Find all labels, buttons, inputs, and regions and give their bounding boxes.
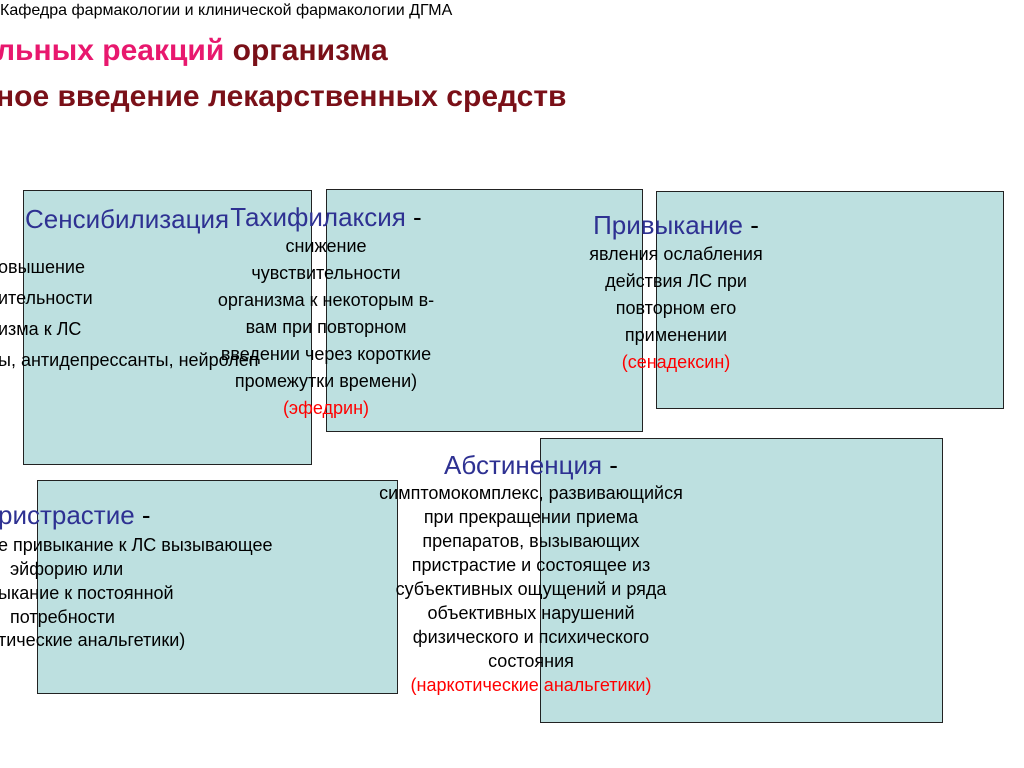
sensitization-box [23, 190, 312, 465]
addiction-box [37, 480, 398, 694]
habituation-box [656, 191, 1004, 409]
title-highlight: льных реакций [0, 34, 225, 67]
title-rest: организма [224, 34, 388, 67]
abstinence-line: при прекращении приема [423, 507, 639, 527]
abstinence-block: Абстиненция - симптомокомплекс, развиваю… [376, 450, 686, 697]
addiction-term-row: ристрастие - [0, 500, 151, 531]
tachyphylaxis-example: (эфедрин) [282, 398, 370, 418]
habituation-dash: - [743, 210, 759, 240]
habituation-line: явления ослабления [589, 244, 763, 264]
abstinence-line: симптомокомплекс, развивающийся [379, 483, 683, 503]
abstinence-line: пристрастие и состоящее из [411, 555, 651, 575]
abstinence-example: (наркотические анальгетики) [410, 675, 652, 695]
addiction-line: е привыкание к ЛС вызывающее [0, 535, 273, 555]
sensitization-line: изма к ЛС [0, 319, 82, 339]
sensitization-example: ы, антидепрессанты, нейролеп [0, 350, 259, 370]
tachyphylaxis-line: вам при повторном [245, 317, 407, 337]
addiction-line: эйфорию или [10, 559, 124, 579]
tachyphylaxis-line: введении через короткие [220, 344, 432, 364]
tachyphylaxis-line: чувствительности [251, 263, 401, 283]
department-header: Кафедра фармакологии и клинической фарма… [0, 2, 453, 19]
tachyphylaxis-box [326, 189, 643, 432]
abstinence-line: субъективных ощущений и ряда [395, 579, 667, 599]
habituation-line: повторном его [615, 298, 737, 318]
habituation-line: применении [624, 325, 728, 345]
sensitization-line: овышение [0, 257, 85, 277]
tachyphylaxis-line: организма к некоторым в- [217, 290, 435, 310]
habituation-block: Привыкание - явления ослабления действия… [546, 210, 806, 376]
addiction-line: потребности [10, 607, 115, 627]
tachyphylaxis-block: Тахифилаксия - снижение чувствительности… [186, 202, 466, 422]
habituation-line: действия ЛС при [605, 271, 747, 291]
slide-title-line1: льных реакций организма [0, 34, 388, 68]
abstinence-term: Абстиненция [444, 450, 603, 480]
habituation-example: (сенадексин) [621, 352, 731, 372]
addiction-dash: - [134, 500, 151, 530]
abstinence-box [540, 438, 943, 723]
addiction-term: ристрастие [0, 500, 135, 530]
abstinence-line: препаратов, вызывающих [422, 531, 640, 551]
tachyphylaxis-line: промежутки времени) [234, 371, 418, 391]
habituation-term: Привыкание [593, 210, 744, 240]
abstinence-dash: - [602, 450, 618, 480]
addiction-line: ыкание к постоянной [0, 583, 174, 603]
sensitization-term: Сенсибилизация [25, 204, 230, 234]
tachyphylaxis-term: Тахифилаксия [230, 202, 406, 232]
slide-title-line2: ное введение лекарственных средств [0, 80, 567, 113]
abstinence-line: физического и психического [412, 627, 650, 647]
sensitization-line: ительности [0, 288, 93, 308]
abstinence-line: объективных нарушений [427, 603, 635, 623]
tachyphylaxis-dash: - [405, 202, 422, 232]
tachyphylaxis-line: снижение [285, 236, 367, 256]
addiction-example: тические анальгетики) [0, 630, 186, 650]
abstinence-line: состояния [488, 651, 574, 671]
